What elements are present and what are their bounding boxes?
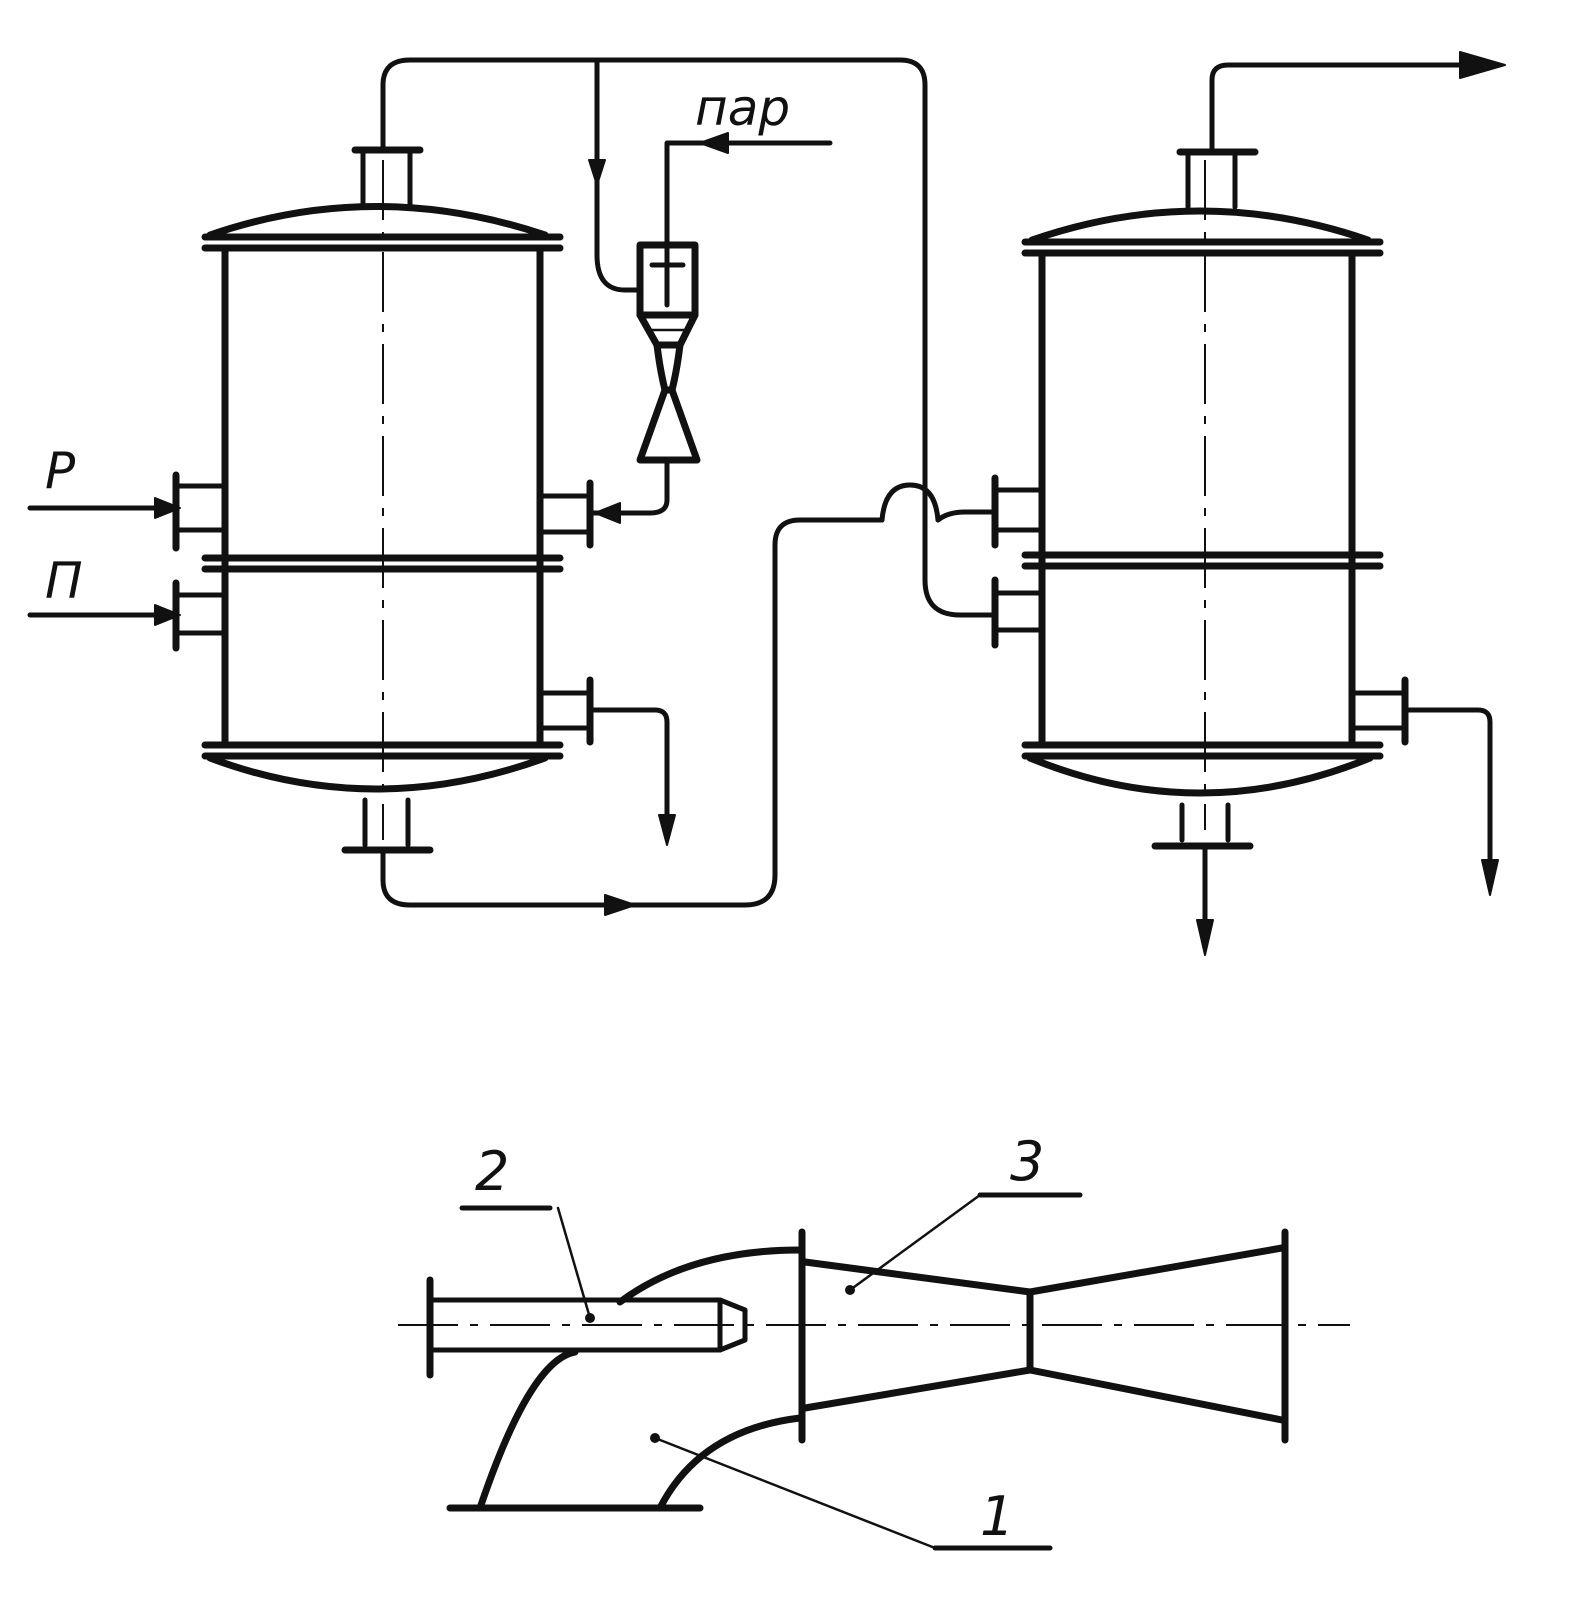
left-vessel — [201, 146, 564, 854]
ejector-small — [636, 147, 701, 464]
flow-arrows — [154, 51, 1506, 956]
callout-3-label: 3 — [1010, 1130, 1044, 1193]
callout-1-label: 1 — [980, 1485, 1014, 1548]
label-inlet-p: Р — [45, 442, 76, 500]
callouts — [459, 1192, 1083, 1551]
right-vessel-nozzles — [991, 474, 1409, 746]
label-inlet-n: П — [45, 552, 83, 610]
right-vessel — [1021, 148, 1384, 850]
pipelines — [27, 57, 1493, 948]
ejector-detail — [398, 1228, 1350, 1512]
label-steam: пар — [695, 79, 790, 137]
callout-2-label: 2 — [475, 1140, 509, 1203]
